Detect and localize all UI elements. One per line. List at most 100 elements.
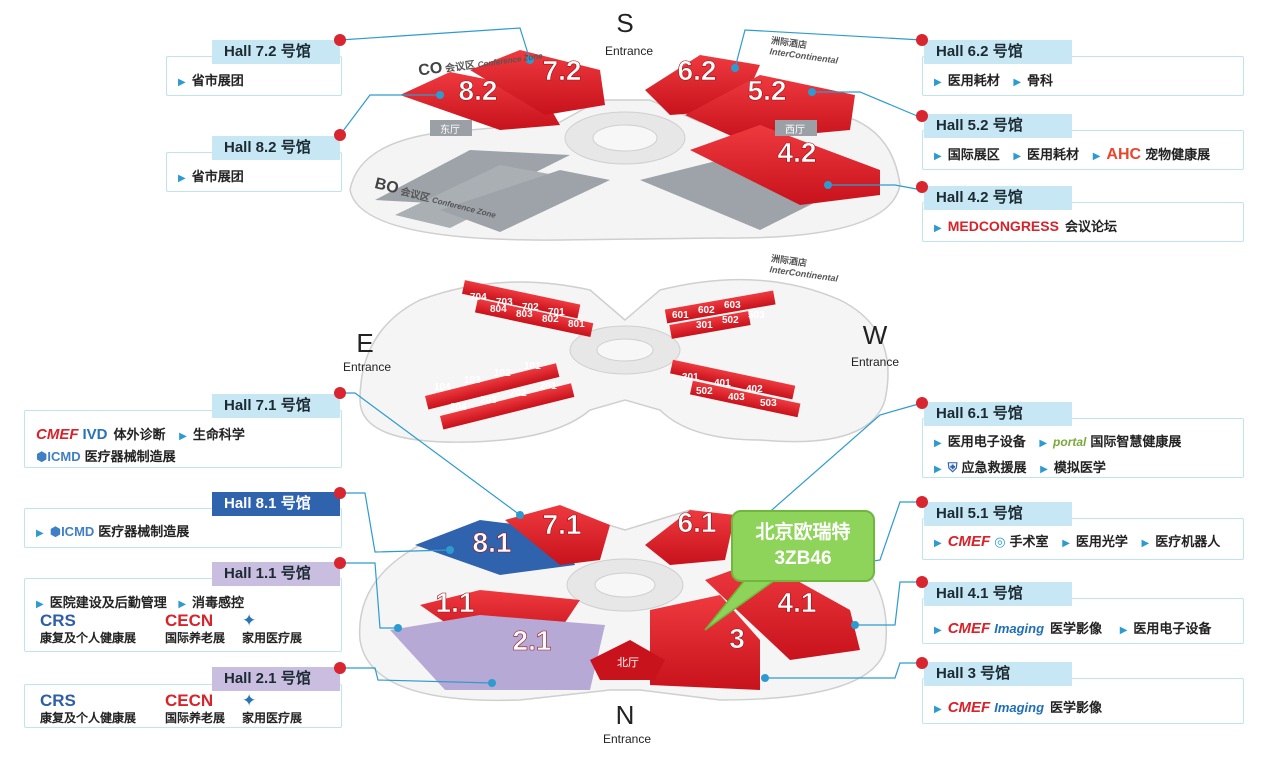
ivd-logo: IVD — [82, 426, 108, 443]
icmd-logo-icon: ⬢ — [36, 449, 48, 464]
icmd-logo-icon: ⬢ — [49, 524, 62, 539]
bullet-icon: ▶ — [934, 438, 942, 449]
entrance-south-letter: S — [616, 8, 634, 38]
room-label-203: 203 — [480, 395, 497, 406]
room-label-103: 103 — [464, 375, 481, 386]
hall-7.1-card[interactable] — [24, 410, 342, 468]
hall-6.1-card[interactable] — [922, 418, 1244, 478]
icmd-logo: ICMD — [47, 449, 81, 464]
room-label-101: 101 — [524, 361, 541, 372]
bullet-icon: ▶ — [934, 464, 942, 475]
hall-label-7.2: 7.2 — [543, 55, 582, 86]
hall-8.1-marker — [334, 487, 346, 499]
hall-5.2-marker — [916, 110, 928, 122]
callout-booth-number: 3ZB46 — [774, 548, 832, 569]
room-label-402: 402 — [746, 384, 763, 395]
east-hall-label: 东厅 — [440, 125, 460, 136]
hall-1.1-marker — [334, 557, 346, 569]
bullet-icon: ▶ — [1039, 438, 1048, 449]
room-label-602: 602 — [698, 305, 715, 316]
hall-label-6.1: 6.1 — [678, 507, 717, 538]
bullet-icon: ▶ — [1013, 77, 1022, 88]
hall-5.1-title: Hall 5.1 号馆 — [924, 502, 1072, 526]
callout-company: 北京欧瑞特 — [755, 522, 851, 543]
hall-4.2-marker — [916, 181, 928, 193]
hall-8.2-item: ▶省市展团 — [178, 169, 244, 184]
bullet-icon: ▶ — [934, 77, 942, 88]
hall-2.1-home: ✦家用医疗展 — [242, 691, 303, 725]
entrance-south-label: Entrance — [604, 44, 654, 58]
hall-3-title: Hall 3 号馆 — [924, 662, 1072, 686]
hall-6.1-row2: ▶⛨应急救援展 ▶模拟医学 — [934, 460, 1106, 475]
hall-8.2-marker — [334, 129, 346, 141]
hall-7.2-item: ▶省市展团 — [178, 73, 244, 88]
imaging-logo: Imaging — [994, 700, 1045, 715]
hall-2.1-card[interactable] — [24, 684, 342, 728]
room-label-401: 401 — [714, 378, 731, 389]
room-label-104: 104 — [434, 382, 451, 393]
entrance-north-letter: N — [615, 700, 635, 730]
hall-8.2-title: Hall 8.2 号馆 — [212, 136, 340, 160]
bullet-icon: ▶ — [179, 431, 187, 442]
entrance-east-letter: E — [356, 328, 374, 358]
room-label-403: 403 — [728, 392, 745, 403]
hall-label-8.2: 8.2 — [459, 75, 498, 106]
hall-1.1-card[interactable] — [24, 578, 342, 652]
hall-6.2-title: Hall 6.2 号馆 — [924, 40, 1072, 64]
cmef-logo: CMEF — [947, 699, 991, 716]
room-label-801: 801 — [568, 319, 585, 330]
hall-label-3: 3 — [729, 623, 745, 654]
room-label-301: 301 — [682, 372, 699, 383]
room-label-803: 803 — [516, 309, 533, 320]
bullet-icon: ▶ — [1013, 151, 1022, 162]
hall-label-6.2: 6.2 — [678, 55, 717, 86]
hall-5.1-marker — [916, 496, 928, 508]
top-level-platform — [349, 50, 901, 241]
room-label-201: 201 — [540, 381, 557, 392]
hall-6.1-title: Hall 6.1 号馆 — [924, 402, 1072, 426]
home-care-icon: ✦ — [242, 691, 257, 710]
hall-7.2-shape — [470, 50, 605, 115]
hall-label-4.2: 4.2 — [778, 137, 817, 168]
bullet-icon: ▶ — [934, 151, 942, 162]
room-label-204: 204 — [450, 402, 467, 413]
room-label-102: 102 — [494, 368, 511, 379]
entrance-east-label: Entrance — [342, 360, 392, 374]
hall-2.1-marker — [334, 662, 346, 674]
hall-6.1-shape — [645, 510, 735, 565]
entrance-north-label: Entrance — [602, 732, 652, 746]
hall-4.1-marker — [916, 576, 928, 588]
bullet-icon: ▶ — [1119, 625, 1128, 636]
shield-icon: ⛨ — [947, 460, 958, 475]
hall-7.1-shape — [505, 505, 610, 565]
bullet-icon: ▶ — [178, 173, 186, 184]
hall-7.2-marker — [334, 34, 346, 46]
hall-1.1-home: ✦家用医疗展 — [242, 611, 303, 645]
entrance-west-letter: W — [862, 320, 888, 350]
hall-1.1-title: Hall 1.1 号馆 — [212, 562, 340, 586]
bullet-icon: ▶ — [36, 528, 44, 539]
ahc-logo: AHC — [1106, 146, 1142, 163]
north-hall-label: 北厅 — [617, 657, 639, 669]
imaging-logo: Imaging — [994, 621, 1045, 636]
hall-label-2.1: 2.1 — [513, 625, 552, 656]
home-care-icon: ✦ — [242, 611, 257, 630]
hall-7.2-title: Hall 7.2 号馆 — [212, 40, 340, 64]
north-hall-shape — [590, 640, 665, 680]
cmef-logo: CMEF — [947, 533, 991, 550]
cmef-logo: CMEF — [36, 426, 79, 443]
room-label-502: 502 — [722, 315, 739, 326]
bullet-icon: ▶ — [934, 223, 942, 234]
hall-6.2-items: ▶医用耗材 ▶骨科 — [934, 73, 1054, 88]
hall-5.2-title: Hall 5.2 号馆 — [924, 114, 1072, 138]
